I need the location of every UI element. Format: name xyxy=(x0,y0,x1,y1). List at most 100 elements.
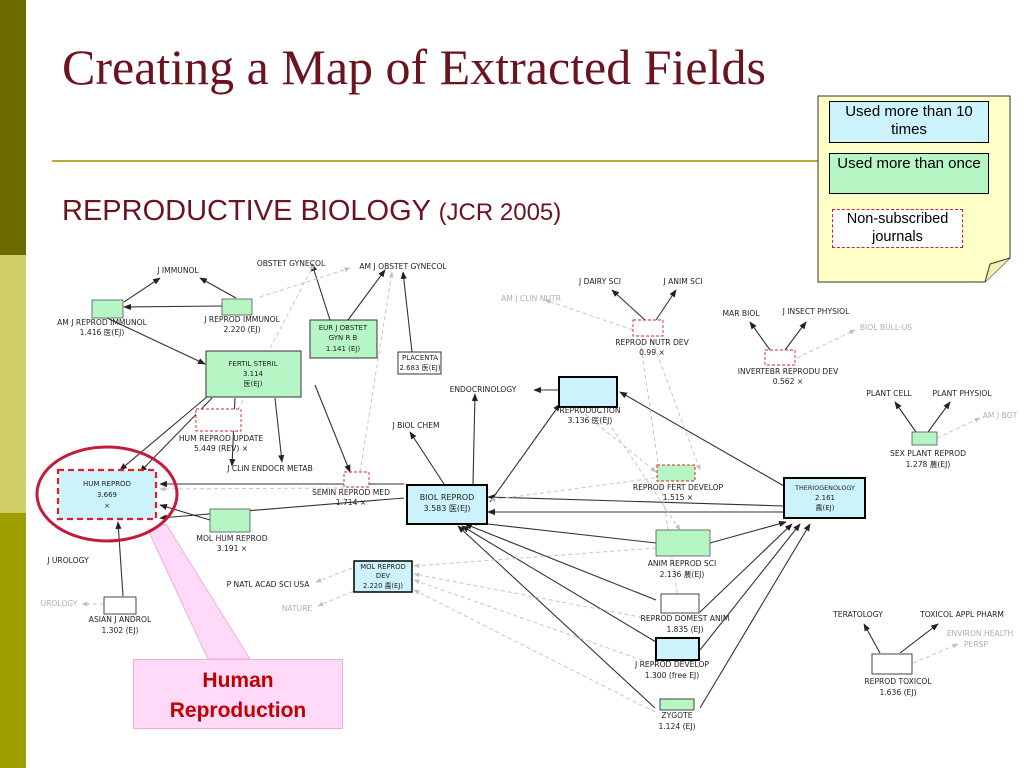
hum-reprod-update-value: 5.449 (REV) × xyxy=(194,444,248,453)
edge xyxy=(314,384,351,473)
edge xyxy=(413,547,657,568)
j-reprod-immunol-name: J REPROD IMMUNOL xyxy=(203,315,280,324)
edge xyxy=(229,397,236,467)
label-teratology: TERATOLOGY xyxy=(832,610,883,619)
label-am-j-obstet-gynecol: AM J OBSTET GYNECOL xyxy=(359,262,447,271)
edge xyxy=(912,643,959,664)
edge xyxy=(699,523,801,651)
label-j-insect-physiol: J INSECT PHYSIOL xyxy=(782,307,851,316)
mol-hum-reprod-value: 3.191 × xyxy=(217,544,248,553)
legend-non-subscribed: Non-subscribed journals xyxy=(832,209,963,248)
edge xyxy=(489,477,656,502)
edge xyxy=(471,393,478,485)
eur-j-obstet-value: 1.141 (EJ) xyxy=(326,345,360,353)
edge xyxy=(159,497,405,521)
am-j-reprod-immunol-value: 1.416 医(EJ) xyxy=(80,328,125,337)
edge xyxy=(461,525,657,643)
anim-reprod-sci-value: 2.136 農(EJ) xyxy=(660,569,705,579)
edge xyxy=(927,401,951,433)
highlight-circle xyxy=(35,445,179,543)
asian-j-androl-value: 1.302 (EJ) xyxy=(101,626,138,635)
biol-reprod-name: BIOL REPROD xyxy=(420,493,475,502)
label-am-j-bot: AM J BOT xyxy=(983,411,1018,420)
edge xyxy=(359,271,394,473)
edge xyxy=(796,329,856,359)
biol-reprod-value: 3.583 医(EJ) xyxy=(423,504,470,513)
callout-line-2: Reproduction xyxy=(169,699,307,722)
placenta-value: 2.683 医(EJ) xyxy=(399,364,440,372)
mol-reprod-dev-name-2: DEV xyxy=(376,572,391,580)
theriogenology-value: 2.161 xyxy=(815,494,835,502)
legend-note-fold xyxy=(984,257,1011,283)
node-theriogenology-box xyxy=(783,477,866,519)
edge xyxy=(106,317,206,365)
reprod-toxicol-name: REPROD TOXICOL xyxy=(864,677,932,686)
label-j-immunol: J IMMUNOL xyxy=(156,266,199,275)
label-p-natl-acad-sci-usa: P NATL ACAD SCI USA xyxy=(227,580,311,589)
asian-j-androl-name: ASIAN J ANDROL xyxy=(89,615,152,624)
node-placenta-box xyxy=(397,351,442,375)
edge xyxy=(413,572,657,621)
node-reprod-fert-develop-box xyxy=(656,464,696,482)
label-j-biol-chem: J BIOL CHEM xyxy=(391,421,439,430)
page-title: Creating a Map of Extracted Fields xyxy=(62,39,766,95)
semin-reprod-med-value: 1.714 × xyxy=(336,498,367,507)
edge xyxy=(639,339,682,613)
j-reprod-develop-value: 1.300 (free EJ) xyxy=(645,671,700,680)
edge xyxy=(784,321,807,351)
label-biol-bull-us: BIOL BULL-US xyxy=(860,323,912,332)
node-asian-j-androl-box xyxy=(103,596,137,615)
reprod-domest-anim-value: 1.835 (EJ) xyxy=(666,625,703,634)
label-plant-cell: PLANT CELL xyxy=(866,389,912,398)
edge xyxy=(749,321,771,351)
label-toxicol-appl-pharm: TOXICOL APPL PHARM xyxy=(919,610,1004,619)
edge xyxy=(119,395,209,471)
node-reprod-toxicol-box xyxy=(871,653,913,675)
label-obstet-gynecol: OBSTET GYNECOL xyxy=(257,259,326,268)
theriogenology-access: 農(EJ) xyxy=(816,503,835,512)
node-invertebr-reprodu-dev-box xyxy=(764,349,796,366)
eur-j-obstet-name-1: EUR J OBSTET xyxy=(319,324,368,332)
node-mol-reprod-dev-box xyxy=(353,560,413,593)
edge xyxy=(347,269,386,321)
edge xyxy=(259,267,351,298)
node-anim-reprod-sci-box xyxy=(655,529,711,557)
hum-reprod-name: HUM REPROD xyxy=(83,480,131,488)
edge xyxy=(489,403,561,503)
mol-reprod-dev-name-1: MOL REPROD xyxy=(360,563,406,571)
edge xyxy=(579,409,657,473)
sidebar-stripe-mid xyxy=(0,513,26,768)
placenta-name: PLACENTA xyxy=(402,354,438,362)
anim-reprod-sci-name: ANIM REPROD SCI xyxy=(648,559,717,568)
reprod-fert-develop-value: 1.515 × xyxy=(663,493,694,502)
edge xyxy=(611,289,646,321)
node-labels: AM J REPROD IMMUNOL 1.416 医(EJ) J REPROD… xyxy=(57,315,966,731)
node-j-reprod-immunol-box xyxy=(221,298,253,316)
label-urology: UROLOGY xyxy=(41,599,78,608)
node-hum-reprod-box xyxy=(56,468,158,521)
sidebar-stripe-light xyxy=(0,255,26,513)
edge xyxy=(115,521,124,597)
edge xyxy=(487,494,785,507)
node-hum-reprod-update-box xyxy=(195,408,242,432)
edge xyxy=(469,519,657,544)
edge xyxy=(655,289,677,321)
edge xyxy=(544,299,634,331)
sidebar-stripes xyxy=(0,0,26,768)
mol-reprod-dev-value: 2.220 農(EJ) xyxy=(363,581,403,590)
edge xyxy=(464,523,657,601)
fertil-steril-access: 医(EJ) xyxy=(244,380,263,388)
node-zygote-box xyxy=(659,698,695,711)
nodes xyxy=(56,298,938,711)
label-environ-health-persp-2: PERSP xyxy=(964,640,988,649)
label-plant-physiol: PLANT PHYSIOL xyxy=(932,389,992,398)
node-sex-plant-reprod-box xyxy=(911,431,938,446)
node-am-j-reprod-immunol-box xyxy=(91,299,124,319)
label-mar-biol: MAR BIOL xyxy=(722,309,760,318)
edge xyxy=(599,409,681,531)
node-j-reprod-develop-box xyxy=(655,637,700,661)
sidebar-stripe-dark xyxy=(0,0,26,255)
edge xyxy=(936,417,981,439)
zygote-name: ZYGOTE xyxy=(661,711,692,720)
node-inner-text: FERTIL STERIL 3.114 医(EJ) EUR J OBSTET G… xyxy=(83,324,855,590)
